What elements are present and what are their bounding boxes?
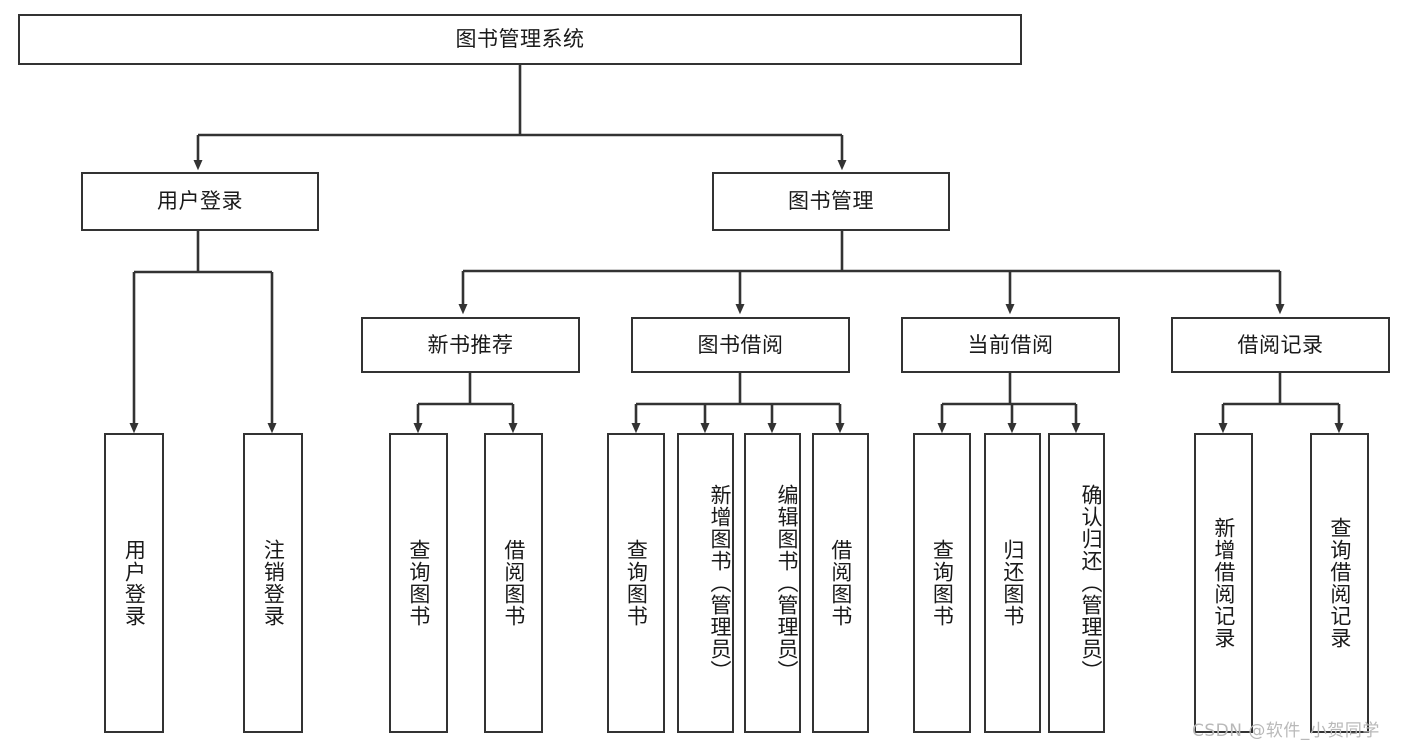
node-label: 用户登录 (157, 189, 243, 214)
node-leaf-query-record[interactable]: 查询借阅记录 (1310, 433, 1369, 733)
node-leaf-borrow-book-2[interactable]: 借阅图书 (812, 433, 869, 733)
node-label: 查询借阅记录 (1327, 517, 1352, 649)
node-leaf-query-book-1[interactable]: 查询图书 (389, 433, 448, 733)
node-label: 查询图书 (930, 539, 955, 627)
node-leaf-return-book[interactable]: 归还图书 (984, 433, 1041, 733)
node-leaf-query-book-3[interactable]: 查询图书 (913, 433, 971, 733)
node-leaf-edit-book[interactable]: 编辑图书（管理员） (744, 433, 801, 733)
node-user-login[interactable]: 用户登录 (81, 172, 319, 231)
node-label: 查询图书 (406, 539, 431, 627)
node-leaf-add-book[interactable]: 新增图书（管理员） (677, 433, 734, 733)
node-label: 确认归还（管理员） (1079, 484, 1103, 682)
node-leaf-borrow-book-1[interactable]: 借阅图书 (484, 433, 543, 733)
node-label: 图书借阅 (697, 332, 784, 357)
node-label: 新增图书（管理员） (708, 484, 732, 682)
node-current-borrow[interactable]: 当前借阅 (901, 317, 1120, 373)
node-label: 新书推荐 (427, 332, 514, 357)
node-label: 归还图书 (1000, 539, 1025, 627)
node-leaf-query-book-2[interactable]: 查询图书 (607, 433, 665, 733)
node-leaf-logout[interactable]: 注销登录 (243, 433, 303, 733)
node-label: 借阅图书 (501, 539, 526, 627)
node-borrow-record[interactable]: 借阅记录 (1171, 317, 1390, 373)
node-label: 注销登录 (261, 539, 286, 627)
node-label: 图书管理 (788, 189, 874, 214)
node-leaf-confirm-return[interactable]: 确认归还（管理员） (1048, 433, 1105, 733)
node-new-book-recommend[interactable]: 新书推荐 (361, 317, 580, 373)
node-label: 借阅图书 (828, 539, 853, 627)
node-root[interactable]: 图书管理系统 (18, 14, 1022, 65)
node-book-borrow[interactable]: 图书借阅 (631, 317, 850, 373)
node-leaf-add-record[interactable]: 新增借阅记录 (1194, 433, 1253, 733)
node-label: 用户登录 (122, 539, 147, 627)
node-label: 图书管理系统 (455, 27, 585, 52)
watermark: CSDN @软件_小贺同学 (1192, 721, 1380, 741)
node-leaf-user-login[interactable]: 用户登录 (104, 433, 164, 733)
node-label: 编辑图书（管理员） (775, 484, 799, 682)
node-book-manage[interactable]: 图书管理 (712, 172, 950, 231)
node-label: 当前借阅 (967, 332, 1054, 357)
node-label: 新增借阅记录 (1211, 517, 1236, 649)
node-label: 借阅记录 (1237, 332, 1324, 357)
node-label: 查询图书 (624, 539, 649, 627)
